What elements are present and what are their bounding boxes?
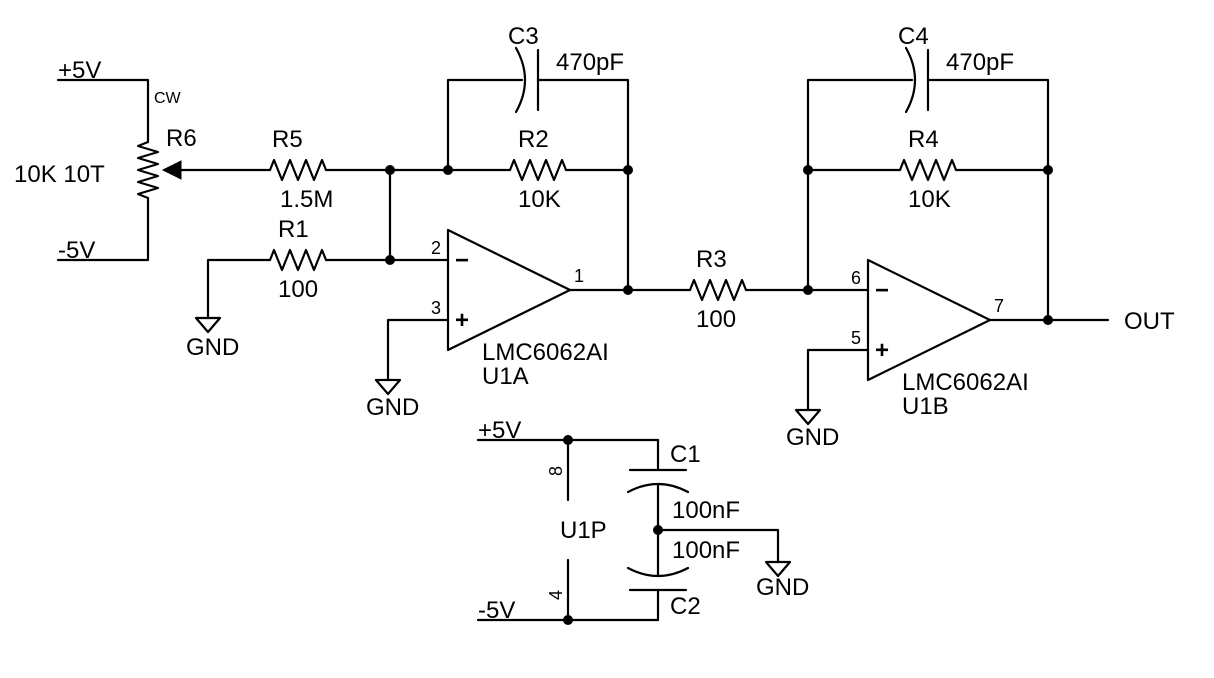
junction-dot [623, 285, 633, 295]
ground-symbol-r1 [194, 316, 222, 334]
c1-ref-label: C1 [670, 441, 701, 468]
wire-c3-left [446, 78, 524, 172]
ground-symbol-u1a [374, 378, 402, 396]
junction-dot [623, 165, 633, 175]
junction-dot [803, 165, 813, 175]
u1a-minus-sign: − [455, 247, 469, 274]
wire-vneg-r6 [56, 196, 150, 262]
u1a-part-label: LMC6062AI [482, 339, 609, 366]
gnd-label-r1: GND [186, 334, 239, 361]
resistor-r5: R5 1.5M [268, 126, 450, 213]
u1b-pin-6-label: 6 [851, 268, 861, 288]
net-label-vneg-pot: -5V [58, 237, 95, 264]
opamp-u1b-triangle [866, 258, 992, 382]
junction-dot [653, 525, 663, 535]
u1a-pin-2-label: 2 [431, 238, 441, 258]
u1b-plus-sign: + [875, 337, 889, 364]
resistor-r2-body [508, 158, 568, 182]
wire-c3-right [536, 78, 630, 172]
net-label-vpos-power: +5V [478, 417, 521, 444]
u1a-ref-label: U1A [482, 363, 529, 390]
resistor-r5-body [268, 158, 328, 182]
wire-vpos-r6 [56, 78, 150, 144]
power-decoupling: +5V -5V 8 4 U1P C1 100nF 100nF C2 GND [476, 417, 809, 624]
junction-dot [385, 165, 395, 175]
u1p-ref-label: U1P [560, 517, 607, 544]
u1b-minus-sign: − [875, 277, 889, 304]
gnd-label-u1a: GND [366, 394, 419, 421]
u1a-plus-sign: + [455, 307, 469, 334]
junction-dots [385, 165, 1053, 625]
resistor-r1: R1 100 GND [186, 216, 450, 361]
capacitor-c3: C3 470pF [446, 23, 630, 172]
wire-c4-right [926, 78, 1050, 322]
r2-value-label: 10K [518, 186, 561, 213]
net-label-vpos-pot: +5V [58, 57, 101, 84]
u1a-pin-3-label: 3 [431, 298, 441, 318]
u1b-part-label: LMC6062AI [902, 369, 1029, 396]
r6-ref-label: R6 [166, 125, 197, 152]
u1p-pin-8-label: 8 [546, 466, 566, 476]
resistor-r3: R3 100 [626, 246, 870, 333]
c4-ref-label: C4 [898, 23, 929, 50]
u1p-pin-4-label: 4 [546, 590, 566, 600]
capacitor-c4: C4 470pF [806, 23, 1050, 322]
r5-ref-label: R5 [272, 126, 303, 153]
r4-ref-label: R4 [908, 126, 939, 153]
resistor-r1-body [268, 248, 328, 272]
r5-value-label: 1.5M [280, 186, 333, 213]
u1a-pin-1-label: 1 [574, 266, 584, 286]
resistor-r4-body [898, 158, 958, 182]
opamp-u1a-triangle [446, 228, 572, 352]
gnd-label-u1b: GND [786, 424, 839, 451]
c2-ref-label: C2 [670, 593, 701, 620]
net-label-vneg-power: -5V [478, 597, 515, 624]
capacitor-c2-curved-plate [626, 566, 690, 578]
junction-dot [443, 165, 453, 175]
junction-dot [563, 435, 573, 445]
u1b-ref-label: U1B [902, 393, 949, 420]
junction-dot [1043, 315, 1053, 325]
potentiometer-r6: +5V -5V CW R6 10K 10T [14, 57, 272, 264]
wire-c4-left [806, 78, 914, 292]
c3-value-label: 470pF [556, 49, 624, 76]
c1-value-label: 100nF [672, 497, 740, 524]
r1-ref-label: R1 [278, 216, 309, 243]
resistor-r2: R2 10K [446, 126, 630, 213]
r1-value-label: 100 [278, 276, 318, 303]
wire-u1b-pin5-gnd [806, 348, 870, 412]
r6-value-label: 10K 10T [14, 161, 105, 188]
resistor-r3-body [688, 278, 748, 302]
wire-r1-gnd [206, 258, 272, 320]
ground-symbol-decoupling [764, 560, 792, 578]
opamp-u1a: − + 2 3 1 LMC6062AI U1A GND [366, 228, 609, 421]
r3-value-label: 100 [696, 306, 736, 333]
junction-dot [563, 615, 573, 625]
c4-value-label: 470pF [946, 49, 1014, 76]
r4-value-label: 10K [908, 186, 951, 213]
c3-ref-label: C3 [508, 23, 539, 50]
r3-ref-label: R3 [696, 246, 727, 273]
capacitor-c3-curved-plate [514, 46, 526, 114]
wire-u1a-pin3-gnd [386, 318, 450, 382]
r6-cw-label: CW [154, 90, 182, 107]
r2-ref-label: R2 [518, 126, 549, 153]
wiper-arrow [161, 160, 182, 180]
c2-value-label: 100nF [672, 537, 740, 564]
net-label-out: OUT [1124, 308, 1175, 335]
opamp-u1b: − + 6 5 7 LMC6062AI U1B GND [786, 258, 1029, 451]
gnd-label-decoupling: GND [756, 574, 809, 601]
u1b-pin-7-label: 7 [994, 296, 1004, 316]
junction-dot [1043, 165, 1053, 175]
resistor-r6-body [136, 140, 160, 200]
u1b-pin-5-label: 5 [851, 328, 861, 348]
capacitor-c4-curved-plate [904, 46, 916, 114]
resistor-r4: R4 10K [806, 126, 1050, 213]
wire-decoupling-gnd [656, 528, 780, 564]
ground-symbol-u1b [794, 408, 822, 426]
junction-dot [385, 255, 395, 265]
junction-dot [803, 285, 813, 295]
